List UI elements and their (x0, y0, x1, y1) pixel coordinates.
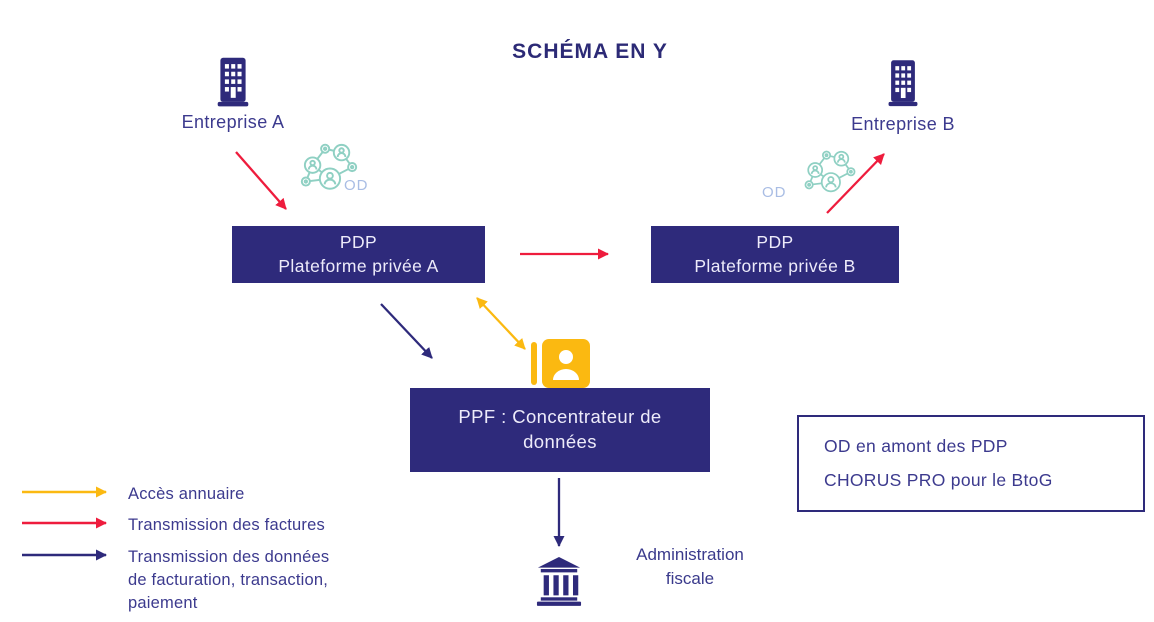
note-line1: OD en amont des PDP (824, 436, 1008, 456)
legend-acces-annuaire-label: Accès annuaire (128, 485, 245, 503)
building-icon (215, 56, 251, 110)
pdp-a-box: PDP Plateforme privée A (232, 226, 485, 283)
entreprise-a-label: Entreprise A (181, 112, 285, 132)
page-title: SCHÉMA EN Y (512, 40, 668, 63)
pdp-b-box: PDP Plateforme privée B (651, 226, 899, 283)
od-a-label: OD (344, 177, 369, 194)
administration-fiscale-label: Administration fiscale (610, 543, 770, 591)
contact-book-icon (531, 339, 593, 389)
administration-line2: fiscale (665, 569, 715, 589)
ppf-box: PPF : Concentrateur de données (410, 388, 710, 472)
pdp-a-line2: Plateforme privée A (278, 255, 439, 276)
ppf-line1: PPF : Concentrateur de (458, 406, 662, 428)
pdp-a-line1: PDP (339, 231, 378, 252)
note-box: OD en amont des PDP CHORUS PRO pour le B… (797, 415, 1145, 512)
note-line2: CHORUS PRO pour le BtoG (824, 470, 1053, 490)
pdp-b-line2: Plateforme privée B (694, 255, 856, 276)
administration-line1: Administration (636, 545, 744, 564)
entreprise-b-label: Entreprise B (851, 114, 955, 134)
network-users-icon (803, 149, 857, 198)
ppf-line2: données (523, 431, 597, 452)
arrow-pdp-a-to-ppf (380, 303, 433, 359)
building-icon (886, 58, 920, 110)
arrow-entreprise-a-to-pdp-a (235, 151, 287, 210)
bank-icon (536, 556, 582, 606)
od-b-label: OD (762, 184, 787, 201)
legend-transmission-donnees-label: Transmission des données de facturation,… (128, 548, 330, 612)
pdp-b-line1: PDP (756, 231, 794, 252)
arrow-annuaire-pdp-a-ppf (476, 297, 526, 350)
legend-transmission-factures-label: Transmission des factures (128, 516, 325, 534)
network-users-icon (299, 142, 359, 196)
